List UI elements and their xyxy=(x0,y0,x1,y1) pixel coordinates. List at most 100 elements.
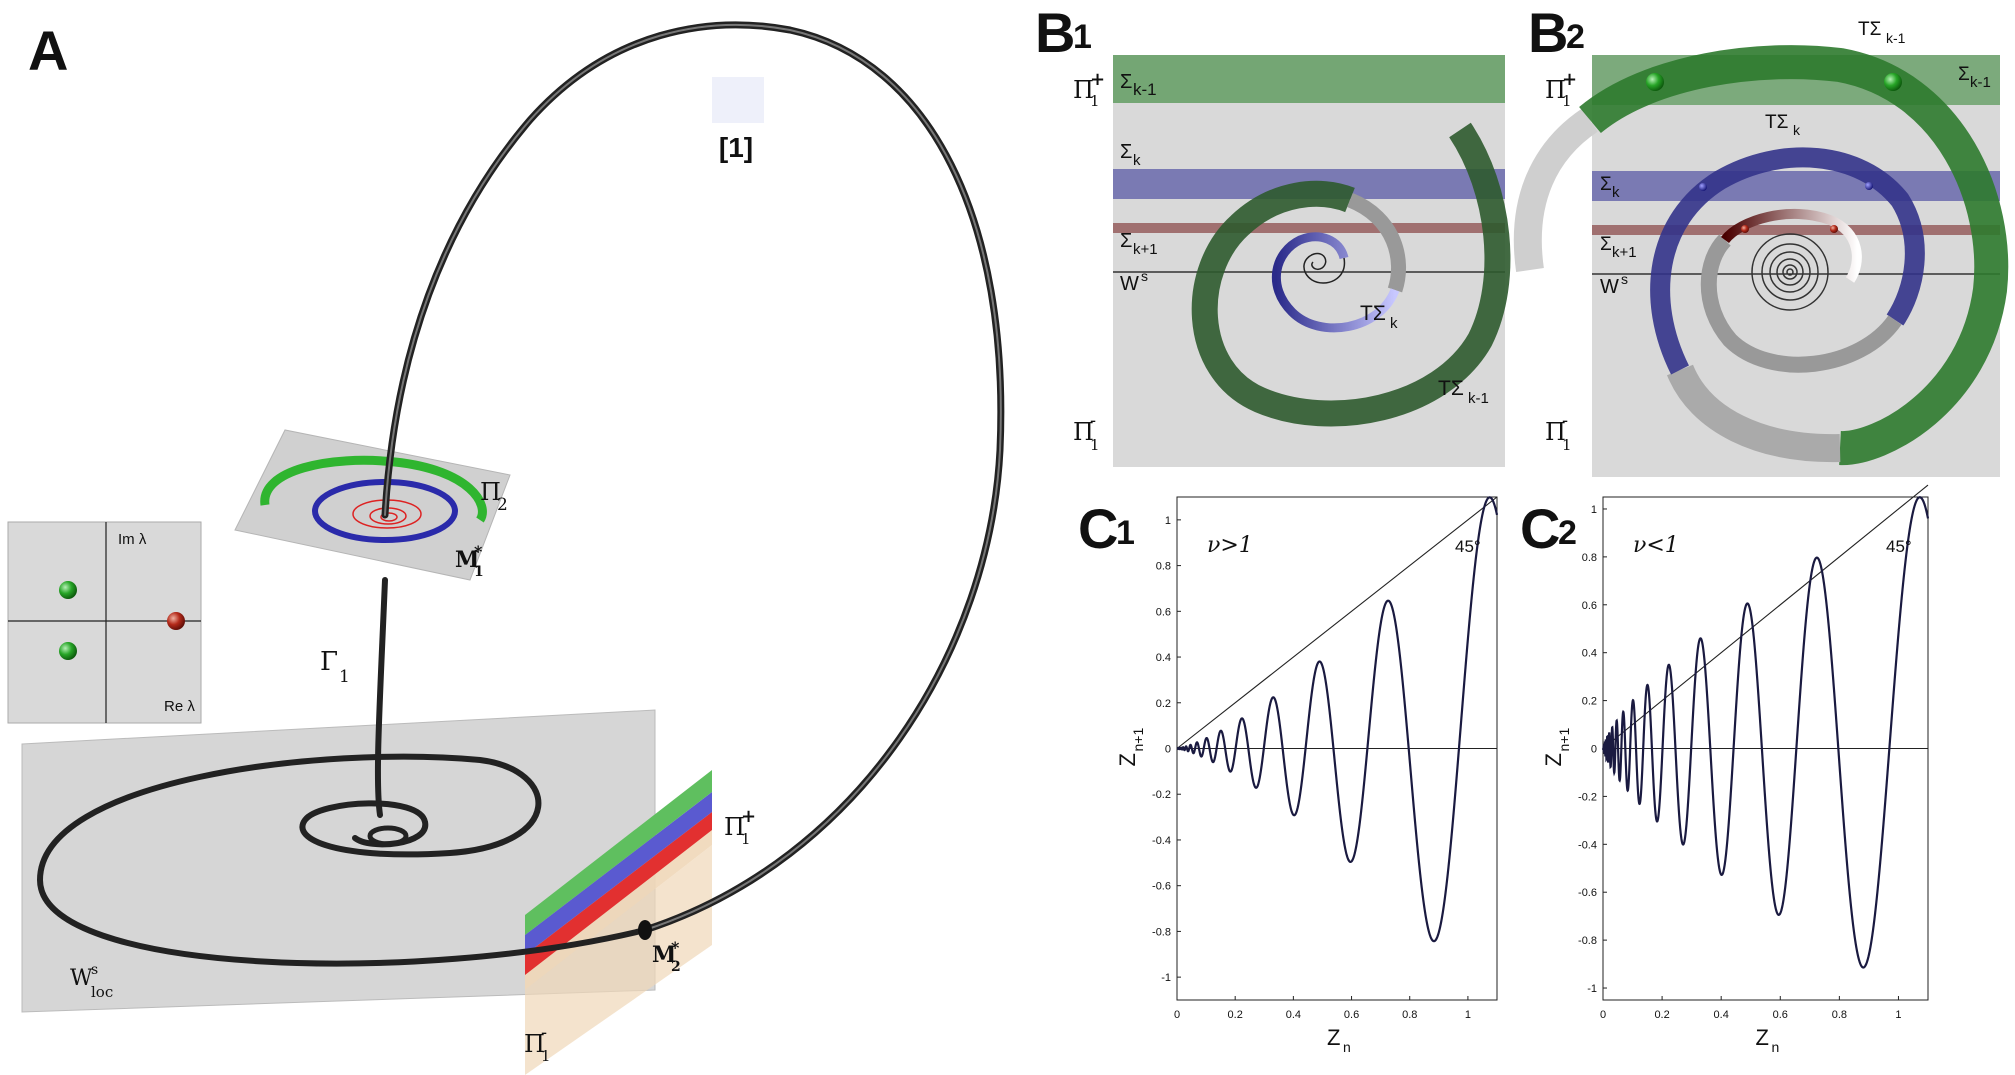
svg-text:2: 2 xyxy=(671,959,681,975)
c1-ytick-label: 0.8 xyxy=(1156,561,1171,573)
svg-text:k: k xyxy=(1133,152,1141,169)
b1-t-sigma-k-label: TΣ xyxy=(1360,302,1386,325)
b1-inner-spiral xyxy=(1303,252,1346,284)
b2-t-sigma-km1-label: TΣ xyxy=(1858,19,1881,40)
c1-map-curve xyxy=(1176,496,1499,943)
svg-text:s: s xyxy=(1141,268,1148,284)
svg-text:1: 1 xyxy=(1116,514,1135,552)
b2-ws-label: W xyxy=(1600,276,1619,298)
c2-ytick-label: -0.4 xyxy=(1578,839,1597,851)
b2-inner-spiral xyxy=(1751,233,1829,311)
c2-ytick-label: 0 xyxy=(1591,744,1597,756)
c1-ylabel-sub: n+1 xyxy=(1130,728,1146,752)
svg-text:k-1: k-1 xyxy=(1133,80,1157,99)
b2-outer-gray-arc xyxy=(1513,108,1599,272)
svg-text:k-1: k-1 xyxy=(1886,30,1906,46)
m1-label: M xyxy=(455,547,479,573)
c1-ytick-label: 0.4 xyxy=(1156,652,1171,664)
panel-b1-letter: B xyxy=(1035,1,1075,64)
svg-text:1: 1 xyxy=(1562,92,1572,110)
svg-text:-: - xyxy=(1090,410,1096,431)
b1-sigma-km1-label: Σ xyxy=(1120,71,1132,93)
m2-label: M xyxy=(652,942,676,968)
b2-blue-point-left xyxy=(1699,183,1707,191)
pi2-label: Π xyxy=(480,478,501,506)
svg-text:k: k xyxy=(1612,184,1620,201)
c2-ytick-label: -1 xyxy=(1587,983,1597,995)
orbit-spiral-core xyxy=(367,825,409,847)
c1-xtick-label: 0.4 xyxy=(1286,1009,1301,1021)
panel-c1-letter: C xyxy=(1078,497,1118,560)
svg-text:-: - xyxy=(1562,410,1568,431)
b1-ws-label: W xyxy=(1120,273,1139,295)
svg-text:1: 1 xyxy=(1562,436,1572,454)
svg-text:2: 2 xyxy=(1566,18,1585,56)
b1-sigma-k-label: Σ xyxy=(1120,141,1132,163)
svg-text:2: 2 xyxy=(1558,514,1577,552)
svg-text:1: 1 xyxy=(741,830,751,848)
c1-xtick-label: 0.2 xyxy=(1228,1009,1243,1021)
b1-pi-plus-label: Π xyxy=(1073,76,1094,104)
svg-text:s: s xyxy=(91,962,98,978)
c1-nu-annotation: ν>1 xyxy=(1207,533,1253,558)
c2-xlabel: Z xyxy=(1756,1025,1769,1050)
b1-t-sigma-km1-label: TΣ xyxy=(1438,377,1464,400)
panel-a-letter: A xyxy=(28,19,68,82)
svg-text:loc: loc xyxy=(91,983,113,1001)
wsloc-surface xyxy=(21,709,656,1013)
c2-ylabel-group: Zn+1 xyxy=(1541,728,1572,767)
pi1-blue-band xyxy=(525,792,712,955)
c1-ytick-label: -0.4 xyxy=(1152,835,1171,847)
svg-text:k-1: k-1 xyxy=(1468,390,1489,407)
svg-text:1: 1 xyxy=(339,667,350,687)
c2-xtick-label: 0.4 xyxy=(1714,1009,1729,1021)
panel-b1: B 1 Π 1 + Π 1 - Σ k-1 Σ k Σ k+1 W s TΣ k… xyxy=(1035,1,1511,467)
orbit-descent xyxy=(374,577,388,818)
c2-xtick-label: 0 xyxy=(1600,1009,1606,1021)
b2-sigma-k-label: Σ xyxy=(1600,174,1612,195)
pi2-plane-group xyxy=(234,429,511,581)
c2-ytick-label: -0.6 xyxy=(1578,887,1597,899)
wsloc-label: W xyxy=(70,966,93,991)
c2-nu-annotation: ν<1 xyxy=(1633,533,1679,558)
c1-xlabel: Z xyxy=(1327,1025,1340,1050)
eigenvalue-inset: Im λ Re λ xyxy=(7,521,202,724)
c2-xtick-label: 0.8 xyxy=(1832,1009,1847,1021)
b2-red-arc xyxy=(1721,208,1862,283)
b2-t-sigma-k-label: TΣ xyxy=(1765,112,1788,133)
b2-sigma-kp1-label: Σ xyxy=(1600,234,1612,255)
b1-t-sigma-k-spiral xyxy=(1271,232,1400,333)
c2-ylabel-sub: n+1 xyxy=(1556,728,1572,752)
c2-ytick-label: 0.6 xyxy=(1582,600,1597,612)
b2-green-point-left xyxy=(1646,73,1664,91)
b1-sigma-km1-band xyxy=(1113,55,1505,103)
m2-point xyxy=(638,920,652,940)
c2-xtick-label: 0.6 xyxy=(1773,1009,1788,1021)
c2-xtick-label: 0.2 xyxy=(1654,1009,1669,1021)
c2-ytick-label: -0.2 xyxy=(1578,791,1597,803)
c1-angle-label: 45° xyxy=(1455,537,1481,556)
pi1-minus-label: Π xyxy=(524,1030,545,1058)
b1-pi-minus-label: Π xyxy=(1073,418,1094,446)
svg-text:2: 2 xyxy=(497,495,508,515)
svg-text:1: 1 xyxy=(1090,436,1100,454)
svg-text:-: - xyxy=(541,1022,547,1043)
pi2-red-ring-inner xyxy=(380,512,398,522)
c1-ytick-label: -0.8 xyxy=(1152,926,1171,938)
c2-ytick-label: 1 xyxy=(1591,504,1597,516)
svg-text:k-1: k-1 xyxy=(1970,74,1991,91)
eigenvalue-green-lower xyxy=(59,642,77,660)
c1-ylabel: Z xyxy=(1115,753,1140,766)
b2-red-point-right xyxy=(1830,225,1838,233)
svg-text:s: s xyxy=(1621,271,1628,287)
c2-ytick-label: 0.2 xyxy=(1582,696,1597,708)
b2-sigma-k-band xyxy=(1592,171,2000,201)
b2-blue-point-right xyxy=(1865,182,1873,190)
svg-text:*: * xyxy=(474,542,483,561)
b2-green-point-right xyxy=(1884,73,1902,91)
svg-text:+: + xyxy=(1090,69,1105,90)
